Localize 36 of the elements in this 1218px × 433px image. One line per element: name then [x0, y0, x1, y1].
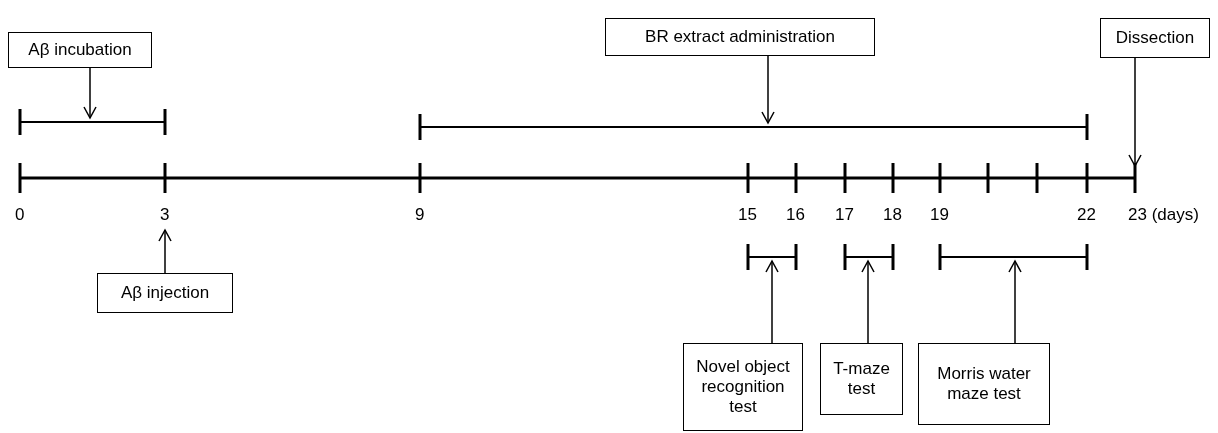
event-label: Novel object recognition test	[695, 357, 791, 417]
event-label: Aβ injection	[120, 283, 210, 303]
bracket	[938, 243, 1089, 271]
tick-label: 19	[930, 206, 949, 224]
arrow	[765, 260, 779, 344]
tick-label: 0	[15, 206, 25, 224]
tick-label: 15	[738, 206, 757, 224]
tick-label: 16	[786, 206, 805, 224]
event-box	[605, 18, 875, 56]
arrow	[861, 260, 875, 344]
bracket	[746, 243, 798, 271]
event-label: Morris water maze test	[936, 364, 1032, 404]
event-box	[683, 343, 803, 431]
tick-label: 3	[160, 206, 170, 224]
tick-label: 22	[1077, 206, 1096, 224]
tick-label: 18	[883, 206, 902, 224]
event-box	[820, 343, 903, 415]
arrow	[83, 67, 97, 119]
tick-label: 23 (days)	[1128, 206, 1199, 224]
event-box	[97, 273, 233, 313]
bracket	[18, 108, 167, 136]
event-label: T-maze test	[832, 359, 891, 399]
arrow	[1008, 260, 1022, 344]
event-box	[1100, 18, 1210, 58]
arrow	[158, 229, 172, 274]
arrow	[1128, 57, 1142, 167]
tick-label: 9	[415, 206, 425, 224]
event-label: Aβ incubation	[28, 40, 132, 60]
tick-label: 17	[835, 206, 854, 224]
arrow	[761, 55, 775, 124]
bracket	[843, 243, 895, 271]
bracket	[418, 113, 1089, 141]
event-box	[918, 343, 1050, 425]
event-label: Dissection	[1115, 28, 1195, 48]
event-label: BR extract administration	[645, 27, 835, 47]
event-box	[8, 32, 152, 68]
